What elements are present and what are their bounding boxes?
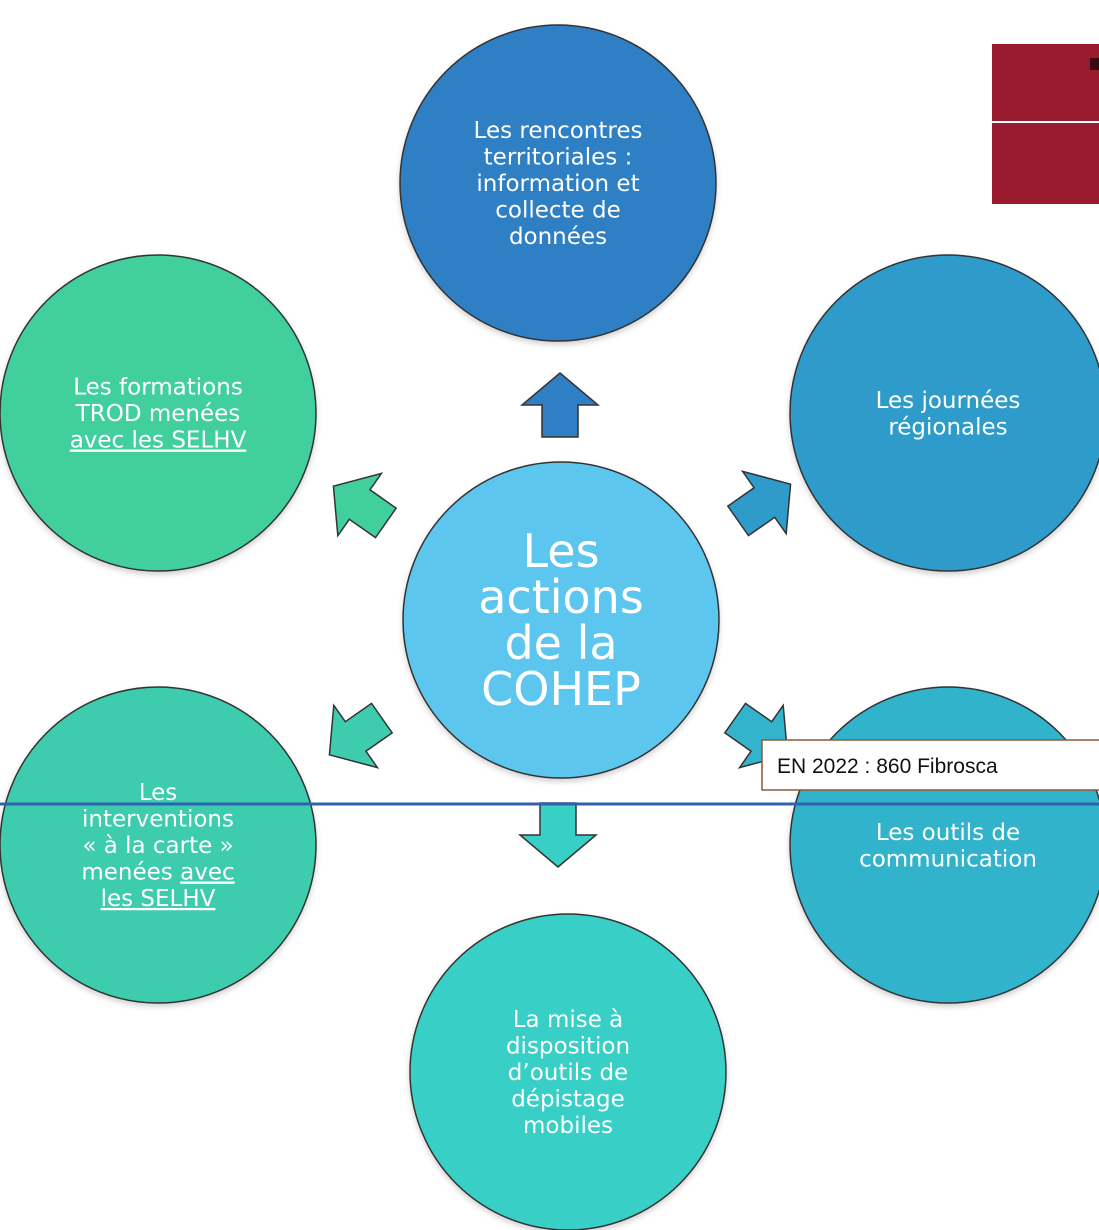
node-label-text: communication (859, 846, 1037, 872)
arrow-up-right (726, 470, 792, 537)
node-label-line: avec les SELHV (70, 428, 247, 454)
node-label-text: menées (81, 860, 180, 886)
node-label-line: les SELHV (101, 886, 216, 912)
node-label-text: d’outils de (508, 1060, 628, 1086)
node-label-line: communication (859, 846, 1037, 872)
node-label-line: territoriales : (484, 145, 633, 171)
node-label-line: Les (139, 780, 178, 806)
arrow-up-left (332, 472, 398, 539)
node-label-text: information et (476, 171, 639, 197)
center-title-line: de la (504, 616, 617, 670)
node-circle (789, 254, 1099, 572)
node-circle (0, 686, 317, 1004)
note-box-frame (761, 739, 1099, 791)
node-label-text: La mise à (513, 1007, 624, 1033)
node-label-line: Les rencontres (474, 118, 643, 144)
node-label-line: menées avec (81, 860, 234, 886)
node-label-text: dépistage (511, 1087, 625, 1113)
node-label-text: collecte de (495, 198, 621, 224)
note-box: EN 2022 : 860 Fibrosca (761, 739, 1099, 791)
node-label-line: information et (476, 171, 639, 197)
logo-notch (1090, 58, 1099, 70)
node-label-text: mobiles (523, 1113, 613, 1139)
arrow-down-left (328, 702, 394, 769)
node-label-line: La mise à (513, 1007, 624, 1033)
arrow-up (519, 372, 601, 438)
node-label-text: régionales (888, 414, 1007, 440)
node-label-text: Les (139, 780, 178, 806)
logo-block (992, 44, 1099, 204)
node-label-text: interventions (82, 807, 234, 833)
node-label-text: disposition (506, 1034, 630, 1060)
node-label-line: interventions (82, 807, 234, 833)
node-circle (399, 24, 717, 342)
node-label-text: Les formations (73, 375, 243, 401)
node-label-underlined: les SELHV (101, 886, 216, 912)
arrows-group (328, 372, 792, 868)
node-label-line: « à la carte » (82, 833, 233, 859)
node-label-line: régionales (888, 414, 1007, 440)
node-label-line: Les outils de (876, 820, 1020, 846)
node-label-underlined: avec (180, 860, 235, 886)
node-label-line: Les formations (73, 375, 243, 401)
node-label-line: Les journées (876, 388, 1021, 414)
center-title-line: actions (478, 570, 644, 624)
node-label-line: mobiles (523, 1113, 613, 1139)
logo-mark (992, 44, 1099, 204)
node-label-text: territoriales : (484, 145, 633, 171)
node-label-line: TROD menées (75, 401, 241, 427)
node-label-text: Les outils de (876, 820, 1020, 846)
center-circle (402, 461, 720, 779)
arrow-down (517, 802, 599, 868)
node-label-line: disposition (506, 1034, 630, 1060)
node-label-line: dépistage (511, 1087, 625, 1113)
node-label-text: Les journées (876, 388, 1021, 414)
node-circle (409, 913, 727, 1230)
center-title-line: Les (522, 524, 599, 578)
note-text: EN 2022 : 860 Fibrosca (777, 755, 998, 778)
node-label-text: Les rencontres (474, 118, 643, 144)
center-title-line: COHEP (481, 662, 641, 716)
node-label-line: collecte de (495, 198, 621, 224)
node-label-text: « à la carte » (82, 833, 233, 859)
node-label-underlined: avec les SELHV (70, 428, 247, 454)
node-label-text: TROD menées (75, 401, 241, 427)
node-label-line: d’outils de (508, 1060, 628, 1086)
node-label-text: données (509, 224, 607, 250)
node-circle (0, 254, 317, 572)
node-label-line: données (509, 224, 607, 250)
